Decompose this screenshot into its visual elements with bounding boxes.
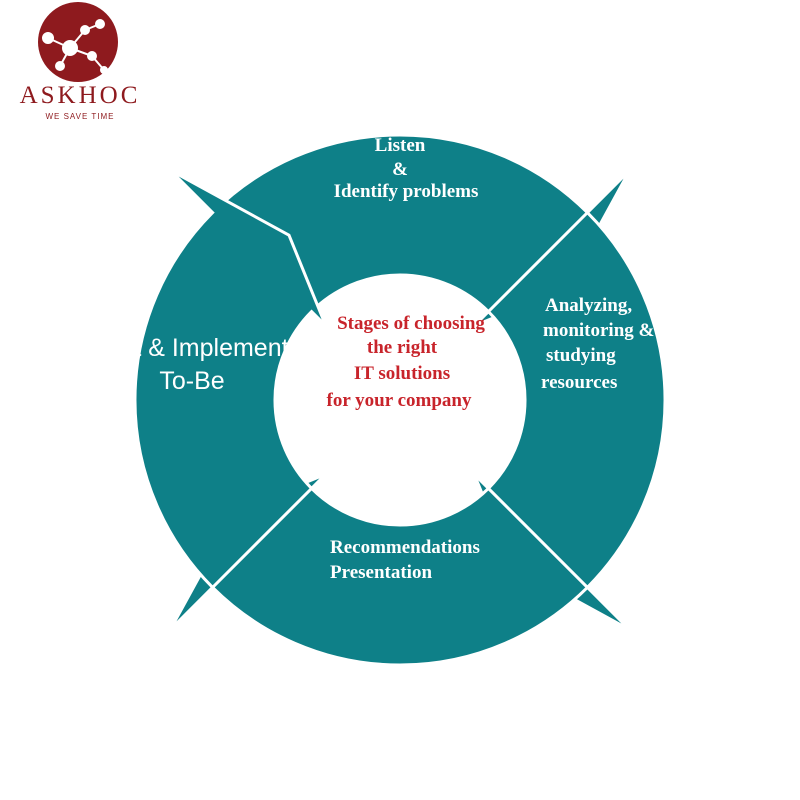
stage-label-line: monitoring & <box>543 320 654 341</box>
stage-label-test: Test & Implement To-Be <box>95 334 288 395</box>
stage-label-listen: Listen & Identify problems <box>334 135 479 202</box>
stage-label-line: Test & Implement <box>95 334 288 362</box>
cycle-arrow-test <box>133 168 328 590</box>
brand-tagline: WE SAVE TIME <box>45 112 114 121</box>
network-molecule-icon <box>42 19 108 74</box>
stage-label-line: Presentation <box>330 562 432 583</box>
center-title-line: IT solutions <box>354 363 450 384</box>
center-title-line: for your company <box>327 390 472 411</box>
stage-label-line: resources <box>541 372 617 393</box>
center-title-line: Stages of choosing <box>337 313 485 334</box>
stage-label-line: Identify problems <box>334 181 479 202</box>
cycle-segments <box>133 133 667 667</box>
stage-label-analyze: Analyzing, monitoring & studying resourc… <box>541 295 654 393</box>
stage-label-line: & <box>392 159 408 180</box>
stage-label-line: Listen <box>375 135 426 156</box>
stage-label-line: To-Be <box>159 367 224 395</box>
stage-label-line: studying <box>546 345 616 366</box>
askhoc-logo: ASKHOC WE SAVE TIME <box>20 2 141 121</box>
center-title-line: the right <box>367 337 438 358</box>
center-title: Stages of choosing the right IT solution… <box>327 313 486 411</box>
stage-label-recommend: Recommendations Presentation <box>330 537 480 583</box>
stage-label-line: Recommendations <box>330 537 480 558</box>
brand-name: ASKHOC <box>20 82 141 109</box>
stage-label-line: Analyzing, <box>545 295 632 316</box>
